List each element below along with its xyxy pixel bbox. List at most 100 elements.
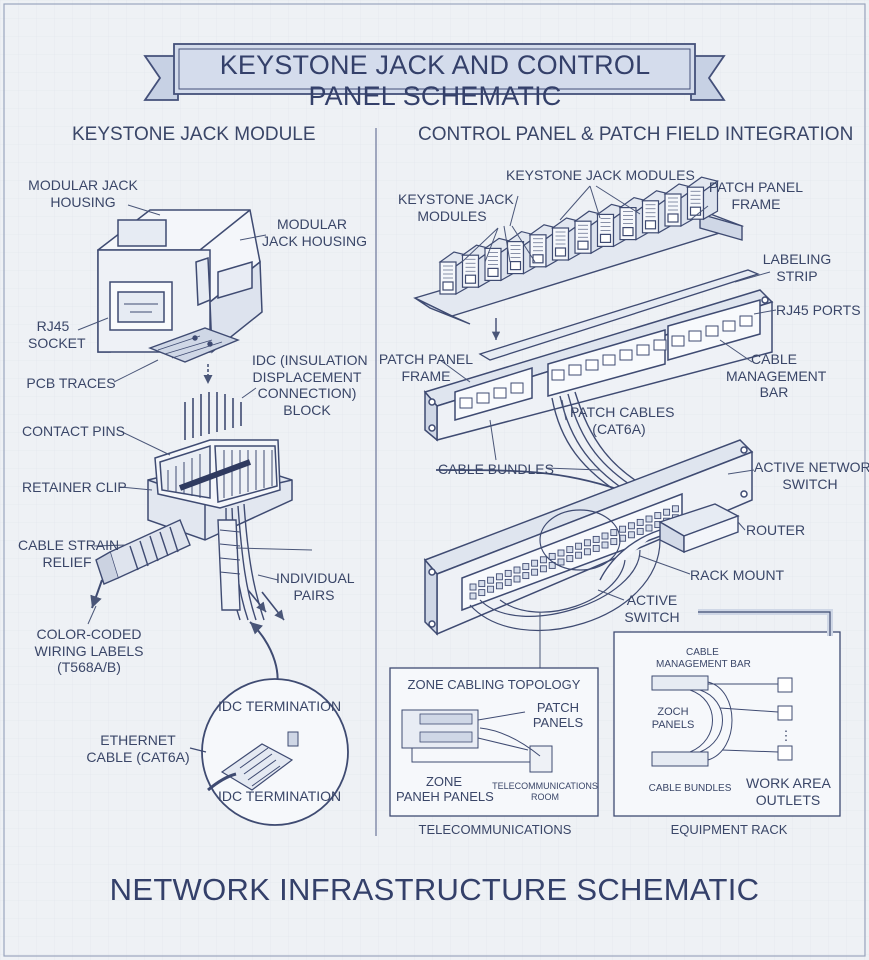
switch-port bbox=[583, 548, 591, 556]
switch-port bbox=[636, 527, 644, 535]
switch-port bbox=[495, 582, 503, 590]
rj45-port bbox=[705, 325, 719, 337]
switch-port bbox=[627, 531, 635, 539]
switch-cable-loops bbox=[469, 509, 661, 631]
switch-port bbox=[522, 563, 530, 571]
switch-port bbox=[478, 589, 486, 597]
switch-port bbox=[548, 561, 556, 569]
cable-strain-relief bbox=[95, 519, 191, 585]
rj45-port bbox=[585, 359, 599, 371]
rj45-port bbox=[671, 335, 685, 347]
switch-port bbox=[645, 515, 653, 523]
keystone-module-tray bbox=[413, 211, 745, 325]
label-patch-cables: PATCH CABLES(CAT6A) bbox=[570, 404, 675, 437]
switch-port bbox=[645, 524, 653, 532]
label-cable-bundles: CABLE BUNDLES bbox=[438, 461, 554, 477]
switch-port bbox=[513, 575, 521, 583]
switch-port bbox=[557, 549, 565, 557]
switch-port bbox=[671, 505, 679, 513]
keystone-module bbox=[461, 244, 494, 289]
switch-port bbox=[487, 585, 495, 593]
ethernet-leader bbox=[189, 747, 207, 753]
rj45-port bbox=[510, 382, 524, 394]
switch-port bbox=[504, 569, 512, 577]
switch-port bbox=[627, 522, 635, 530]
rj45-port bbox=[619, 349, 633, 361]
switch-port bbox=[575, 542, 583, 550]
jack-housing-drawing bbox=[97, 209, 263, 354]
switch-port bbox=[548, 552, 556, 560]
rj45-port bbox=[476, 392, 490, 404]
switch-port bbox=[601, 541, 609, 549]
rj45-port bbox=[653, 339, 667, 351]
left-leader-lines bbox=[77, 204, 313, 625]
rj45-port bbox=[493, 387, 507, 399]
contact-pins bbox=[184, 392, 242, 440]
label-pcb-traces: PCB TRACES bbox=[26, 375, 116, 391]
rj45-port bbox=[636, 344, 650, 356]
idc-block-drawing bbox=[147, 439, 293, 541]
label-retainer-clip: RETAINER CLIP bbox=[22, 479, 127, 495]
pairs-arrow-2 bbox=[261, 591, 285, 621]
zone-cabling-box bbox=[389, 667, 599, 817]
right-leader-lines bbox=[439, 185, 777, 668]
switch-port bbox=[566, 546, 574, 554]
pcb-board bbox=[148, 327, 240, 363]
switch-port bbox=[654, 512, 662, 520]
labeling-strip bbox=[478, 269, 760, 361]
switch-port bbox=[522, 572, 530, 580]
switch-port bbox=[610, 529, 618, 537]
label-idc-termination-bottom: IDC TERMINATION bbox=[218, 788, 342, 804]
rj45-port bbox=[739, 315, 753, 327]
switch-port bbox=[566, 555, 574, 563]
label-rack-mount: RACK MOUNT bbox=[690, 567, 785, 583]
switch-port bbox=[583, 539, 591, 547]
switch-port bbox=[557, 558, 565, 566]
rj45-port bbox=[688, 330, 702, 342]
right-section-heading: CONTROL PANEL & PATCH FIELD INTEGRATION bbox=[418, 124, 854, 145]
label-rj45-ports: RJ45 PORTS bbox=[776, 302, 861, 318]
switch-port bbox=[663, 508, 671, 516]
zone-box-caption: TELECOMMUNICATIONS bbox=[418, 822, 572, 837]
page-title: KEYSTONE JACK AND CONTROL PANEL SCHEMATI… bbox=[219, 50, 651, 111]
switch-port bbox=[575, 551, 583, 559]
page-footer: NETWORK INFRASTRUCTURE SCHEMATIC bbox=[109, 872, 760, 907]
switch-port bbox=[636, 518, 644, 526]
rack-box-caption: EQUIPMENT RACK bbox=[670, 822, 788, 837]
page-border bbox=[3, 3, 866, 957]
switch-port bbox=[592, 544, 600, 552]
switch-port bbox=[478, 580, 486, 588]
rj45-port bbox=[551, 369, 565, 381]
label-keystone-jack-modules: KEYSTONE JACK MODULES bbox=[506, 167, 695, 183]
router-device bbox=[599, 503, 740, 581]
left-section-heading: KEYSTONE JACK MODULE bbox=[72, 124, 316, 145]
rj45-port bbox=[722, 320, 736, 332]
switch-port bbox=[469, 592, 477, 600]
switch-port bbox=[513, 566, 521, 574]
switch-port bbox=[592, 535, 600, 543]
switch-port bbox=[531, 568, 539, 576]
switch-port bbox=[495, 573, 503, 581]
switch-port bbox=[601, 532, 609, 540]
patch-panel-ports bbox=[459, 315, 753, 409]
